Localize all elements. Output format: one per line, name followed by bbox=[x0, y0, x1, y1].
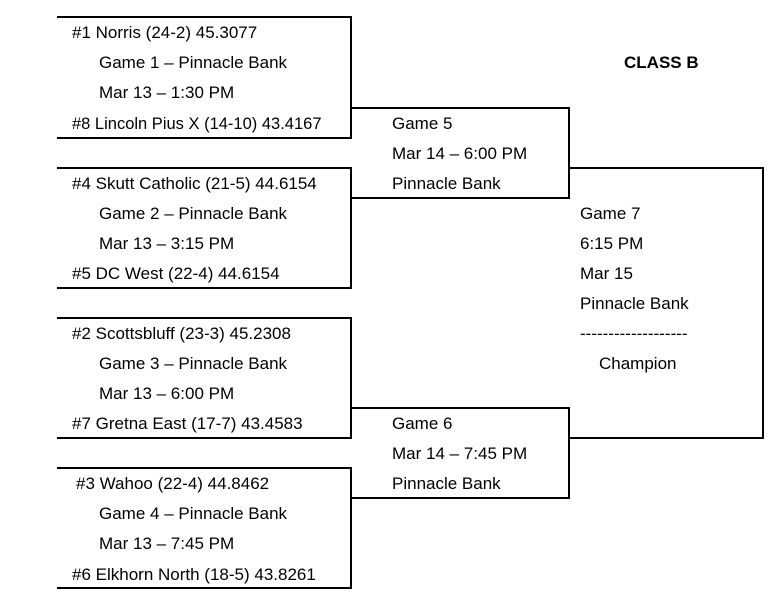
game-7-bottom-line bbox=[568, 437, 763, 439]
champion-divider: ------------------- bbox=[580, 324, 688, 343]
team-slot-skutt-catholic: #4 Skutt Catholic (21-5) 44.6154 bbox=[72, 174, 317, 193]
game-6-label: Game 6 bbox=[392, 414, 453, 433]
game-5-venue: Pinnacle Bank bbox=[392, 174, 501, 193]
game-1-connector bbox=[350, 16, 352, 139]
game-3-connector bbox=[350, 317, 352, 439]
game-2-connector bbox=[350, 167, 352, 289]
game-6-bottom-line bbox=[350, 497, 569, 499]
game-4-top-line bbox=[57, 467, 351, 469]
team-slot-dc-west: #5 DC West (22-4) 44.6154 bbox=[72, 264, 280, 283]
game-5-label: Game 5 bbox=[392, 114, 453, 133]
game-5-time: Mar 14 – 6:00 PM bbox=[392, 144, 528, 163]
team-slot-lincoln-pius-x: #8 Lincoln Pius X (14-10) 43.4167 bbox=[72, 115, 322, 133]
team-slot-elkhorn-north: #6 Elkhorn North (18-5) 43.8261 bbox=[72, 565, 316, 584]
game-2-label: Game 2 – Pinnacle Bank bbox=[99, 204, 288, 223]
game-1-label: Game 1 – Pinnacle Bank bbox=[99, 53, 288, 72]
game-4-time: Mar 13 – 7:45 PM bbox=[99, 534, 235, 553]
game-6-venue: Pinnacle Bank bbox=[392, 474, 501, 493]
game-6-top-line bbox=[350, 407, 569, 409]
game-2-top-line bbox=[57, 167, 351, 169]
game-4-bottom-line bbox=[57, 587, 351, 589]
game-4-connector bbox=[350, 467, 352, 589]
team-slot-scottsbluff: #2 Scottsbluff (23-3) 45.2308 bbox=[72, 324, 291, 343]
game-2-time: Mar 13 – 3:15 PM bbox=[99, 234, 235, 253]
game-7-date: Mar 15 bbox=[580, 264, 633, 283]
game-6-time: Mar 14 – 7:45 PM bbox=[392, 444, 528, 463]
game-1-time: Mar 13 – 1:30 PM bbox=[99, 83, 235, 102]
game-1-top-line bbox=[57, 16, 351, 18]
game-5-bottom-line bbox=[350, 197, 569, 199]
team-slot-wahoo: #3 Wahoo (22-4) 44.8462 bbox=[76, 474, 270, 493]
game-7-label: Game 7 bbox=[580, 204, 641, 223]
team-slot-gretna-east: #7 Gretna East (17-7) 43.4583 bbox=[72, 414, 303, 433]
game-2-bottom-line bbox=[57, 287, 351, 289]
game-3-top-line bbox=[57, 317, 351, 319]
game-5-top-line bbox=[350, 107, 569, 109]
game-1-bottom-line bbox=[57, 137, 351, 139]
game-4-label: Game 4 – Pinnacle Bank bbox=[99, 504, 288, 523]
game-5-connector bbox=[568, 107, 570, 199]
champion-label: Champion bbox=[599, 354, 677, 373]
game-7-connector bbox=[762, 167, 764, 439]
game-3-bottom-line bbox=[57, 437, 351, 439]
game-3-label: Game 3 – Pinnacle Bank bbox=[99, 354, 288, 373]
game-7-venue: Pinnacle Bank bbox=[580, 294, 689, 313]
team-slot-norris: #1 Norris (24-2) 45.3077 bbox=[72, 23, 258, 42]
game-6-connector bbox=[568, 407, 570, 499]
game-7-top-line bbox=[568, 167, 763, 169]
bracket-title: CLASS B bbox=[624, 53, 699, 72]
game-7-time: 6:15 PM bbox=[580, 234, 644, 253]
game-3-time: Mar 13 – 6:00 PM bbox=[99, 384, 235, 403]
